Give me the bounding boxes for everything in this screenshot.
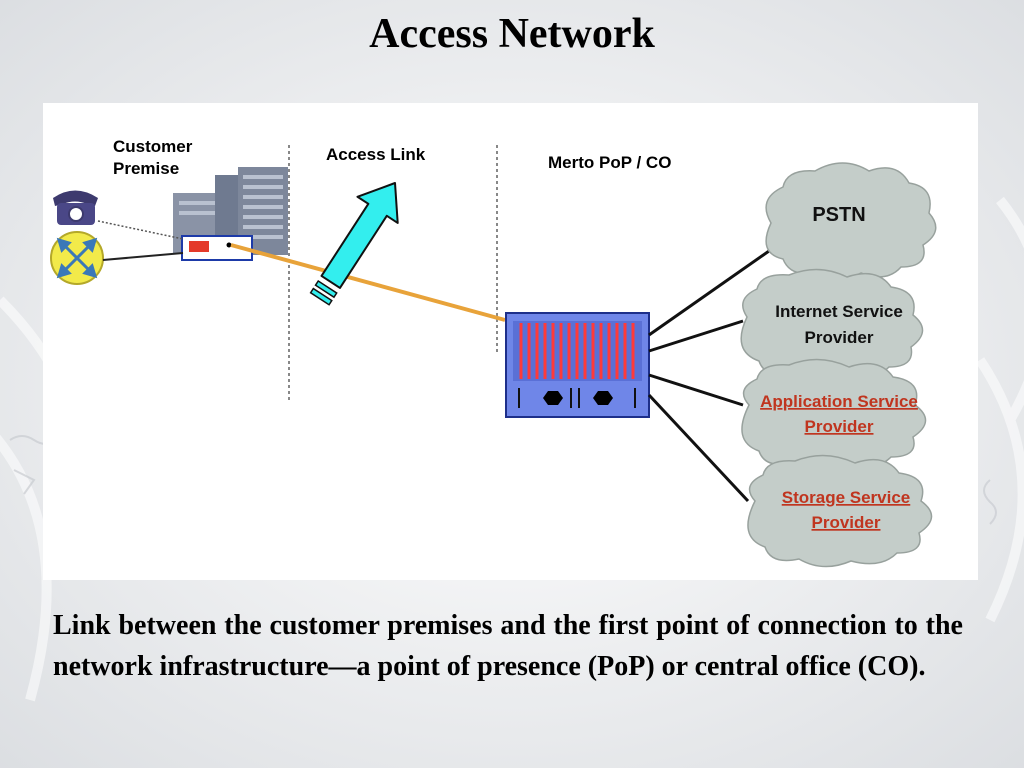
cloud-asp-label-1: Application Service bbox=[760, 392, 918, 411]
pop-switch-icon bbox=[505, 312, 650, 418]
access-link-label: Access Link bbox=[326, 145, 426, 164]
access-link-line bbox=[230, 243, 506, 322]
router-link bbox=[102, 252, 184, 261]
provider-links bbox=[647, 249, 770, 503]
cloud-pstn-label: PSTN bbox=[812, 204, 865, 226]
access-network-diagram: PSTN Internet Service Provider Applicati… bbox=[50, 145, 937, 568]
phone-link bbox=[97, 220, 184, 240]
slide-title: Access Network bbox=[369, 11, 655, 57]
cloud-ssp-label-2: Provider bbox=[812, 513, 881, 532]
metro-pop-label: Merto PoP / CO bbox=[548, 153, 672, 172]
cloud-isp-label-2: Provider bbox=[805, 328, 874, 347]
customer-device-icon bbox=[181, 235, 253, 261]
telephone-icon bbox=[53, 190, 98, 225]
cloud-asp bbox=[741, 358, 927, 472]
access-link-arrow bbox=[309, 182, 399, 306]
cloud-ssp bbox=[747, 454, 933, 568]
customer-premise-line-1: Customer bbox=[113, 137, 193, 156]
router-icon bbox=[50, 231, 104, 285]
customer-premise-label: Customer Premise bbox=[113, 136, 192, 180]
cloud-asp-label-2: Provider bbox=[805, 417, 874, 436]
customer-premise-line-2: Premise bbox=[113, 159, 180, 178]
slide-caption: Link between the customer premises and t… bbox=[53, 610, 963, 682]
cloud-ssp-label-1: Storage Service bbox=[782, 488, 911, 507]
cloud-isp-label-1: Internet Service bbox=[775, 302, 903, 321]
